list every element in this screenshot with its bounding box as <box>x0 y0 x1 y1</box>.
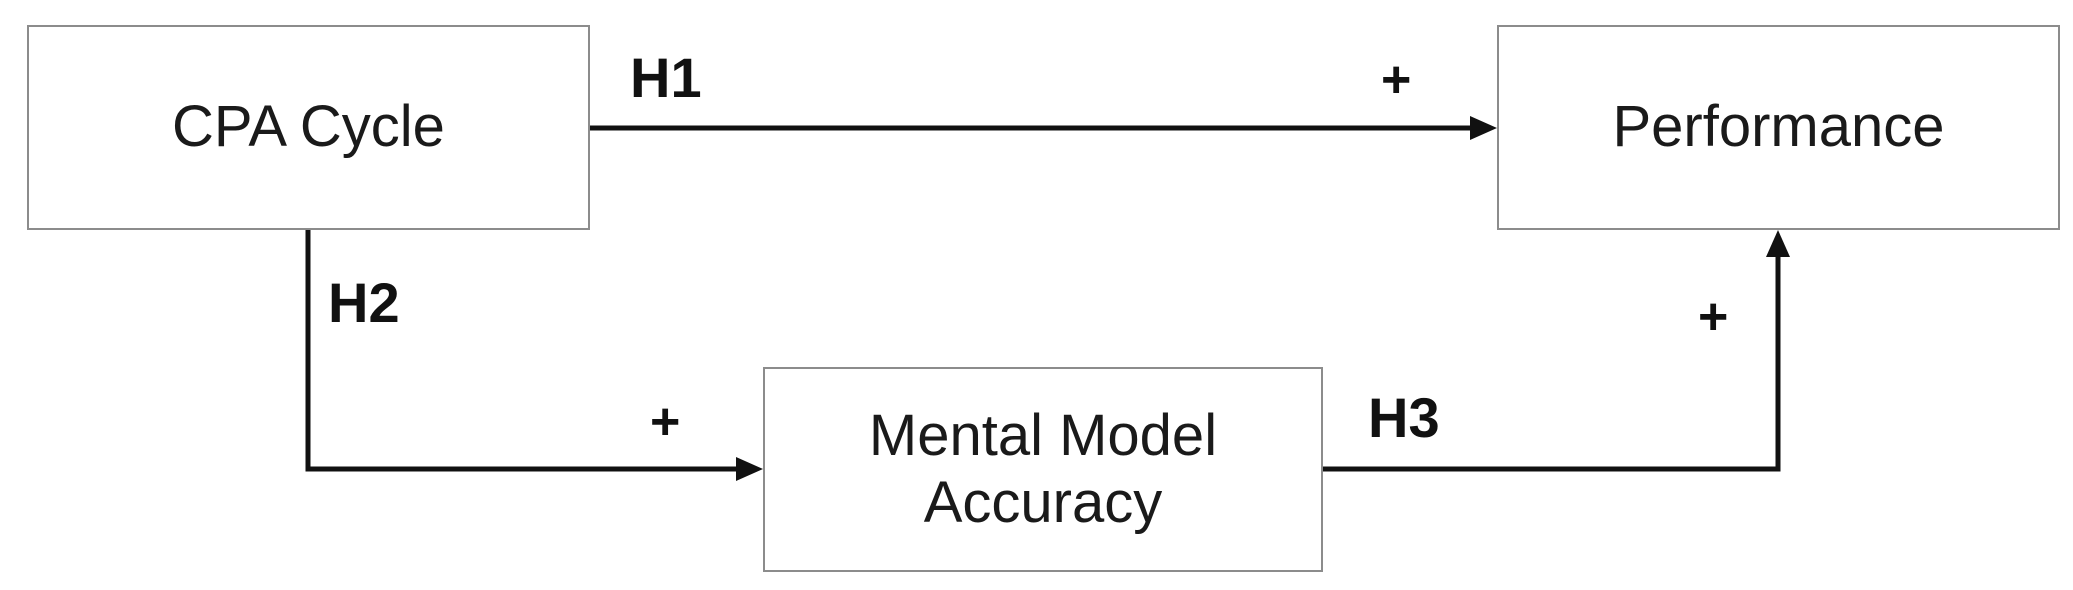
node-cpa-cycle-label: CPA Cycle <box>172 94 445 160</box>
arrowhead-h2 <box>736 457 763 481</box>
node-mental-model-label-line2: Accuracy <box>923 469 1163 535</box>
arrow-h2 <box>305 230 740 472</box>
arrowhead-h1 <box>1470 116 1497 140</box>
node-performance-label: Performance <box>1612 94 1945 160</box>
node-cpa-cycle: CPA Cycle <box>27 25 590 230</box>
hypothesis-label-h2: H2 <box>328 271 400 334</box>
sign-label-h1: + <box>1381 51 1412 109</box>
node-mental-model-label-line1: Mental Model <box>868 402 1218 468</box>
hypothesis-label-h3: H3 <box>1368 386 1440 449</box>
sign-label-h3: + <box>1698 288 1729 346</box>
arrowhead-h3 <box>1766 230 1790 257</box>
arrow-h3 <box>1323 252 1781 472</box>
node-performance: Performance <box>1497 25 2060 230</box>
hypothesis-label-h1: H1 <box>630 46 702 109</box>
node-mental-model-accuracy: Mental Model Accuracy <box>763 367 1323 572</box>
sign-label-h2: + <box>650 393 681 451</box>
